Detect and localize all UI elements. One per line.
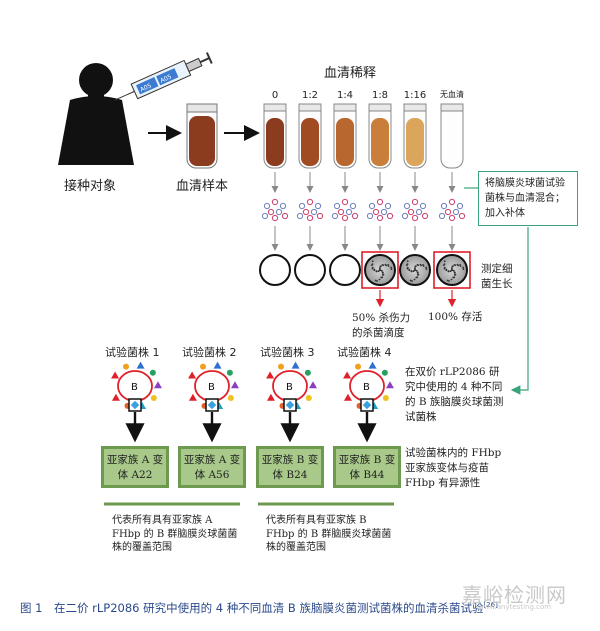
coverage-b-text: 代表所有具有亚家族 B FHbp 的 B 群脑膜炎球菌菌株的覆盖范围 <box>266 515 392 553</box>
highlight-box <box>361 251 399 289</box>
svg-text:B: B <box>286 382 293 393</box>
svg-text:B: B <box>363 382 370 393</box>
svg-text:B: B <box>131 382 138 393</box>
bacterium-3-icon: B <box>266 361 317 443</box>
note-connector <box>510 227 529 395</box>
watermark-url: www.anytesting.com <box>478 603 552 611</box>
strain-label-2: 试验菌株 2 <box>182 346 237 359</box>
growth-label: 测定细菌生长 <box>481 263 513 290</box>
growth-plate-5 <box>399 254 431 286</box>
dilution-tube-6 <box>440 103 464 169</box>
growth-plate-1 <box>259 254 291 286</box>
mix-note-box: 将脑膜炎球菌试验菌株与血清混合；加入补体 <box>478 171 578 226</box>
syringe-icon: A05 A05 <box>114 52 213 101</box>
dilution-label-5: 1:16 <box>403 90 427 101</box>
strain-label-3: 试验菌株 3 <box>260 346 315 359</box>
growth-plate-3 <box>329 254 361 286</box>
bacteria-clusters <box>261 172 466 251</box>
serum-sample-label: 血清样本 <box>176 179 229 194</box>
figure-caption: 图 1 在二价 rLP2086 研究中使用的 4 种不同血清 B 族脑膜炎菌测试… <box>20 600 498 616</box>
dilution-label-4: 1:8 <box>371 90 389 101</box>
bacterium-1-icon: B <box>111 361 162 443</box>
watermark: 嘉峪检测网 <box>462 583 567 607</box>
coverage-a-text: 代表所有具有亚家族 A FHbp 的 B 群脑膜炎球菌菌株的覆盖范围 <box>112 515 238 553</box>
variant-box-2: 亚家族 A 变体 A56 <box>178 446 246 488</box>
subject-label: 接种对象 <box>64 179 117 194</box>
dilution-tube-3 <box>333 103 357 169</box>
bacterium-4-icon: B <box>343 361 394 443</box>
dilution-label-1: 0 <box>271 90 279 101</box>
caption-text: 图 1 在二价 rLP2086 研究中使用的 4 种不同血清 B 族脑膜炎菌测试… <box>20 601 484 615</box>
variant-box-4: 亚家族 B 变体 B44 <box>333 446 401 488</box>
dilution-tubes <box>263 103 464 169</box>
bacteria-cluster-2 <box>296 198 324 222</box>
serum-sample-tube <box>186 103 218 169</box>
variant-box-3: 亚家族 B 变体 B24 <box>256 446 324 488</box>
dilution-label-3: 1:4 <box>336 90 354 101</box>
bacteria-cluster-1 <box>261 198 289 222</box>
variants-note: 试验菌株内的 FHbp 亚家族变体与疫苗 FHbp 有异源性 <box>405 447 502 489</box>
bacterium-2-icon: B <box>188 361 239 443</box>
bacteria-cluster-6 <box>438 198 466 222</box>
variant-box-1: 亚家族 A 变体 A22 <box>101 446 169 488</box>
strains-note: 在双价 rLP2086 研究中使用的 4 种不同的 B 族脑膜炎球菌测试菌株 <box>405 366 504 423</box>
dilution-tube-5 <box>403 103 427 169</box>
syringe-label-1: A05 <box>139 82 153 93</box>
svg-text:B: B <box>208 382 215 393</box>
growth-plate-2 <box>294 254 326 286</box>
mix-note-text: 将脑膜炎球菌试验菌株与血清混合；加入补体 <box>485 178 565 219</box>
growth-plate-6 <box>433 251 471 308</box>
growth-plate-4 <box>361 251 399 308</box>
dilution-label-2: 1:2 <box>301 90 319 101</box>
syringe-label-2: A05 <box>159 73 173 84</box>
growth-plates <box>259 251 471 308</box>
strain-label-4: 试验菌株 4 <box>337 346 392 359</box>
survive-label: 100% 存活 <box>428 311 483 323</box>
dilution-tube-1 <box>263 103 287 169</box>
bacteria-cluster-5 <box>401 198 429 222</box>
bacteria-cluster-4 <box>366 198 394 222</box>
dilution-tube-2 <box>298 103 322 169</box>
bacteria-cluster-3 <box>331 198 359 222</box>
strain-label-1: 试验菌株 1 <box>105 346 160 359</box>
highlight-box <box>433 251 471 289</box>
dilution-tube-4 <box>368 103 392 169</box>
caption-ref: [26] <box>483 601 498 610</box>
kill50-label: 50% 杀伤力的杀菌滴度 <box>352 312 411 339</box>
dilution-label-6: 无血清 <box>440 90 464 99</box>
serum-dilution-title: 血清稀释 <box>324 66 377 81</box>
person-silhouette-icon <box>58 63 134 165</box>
